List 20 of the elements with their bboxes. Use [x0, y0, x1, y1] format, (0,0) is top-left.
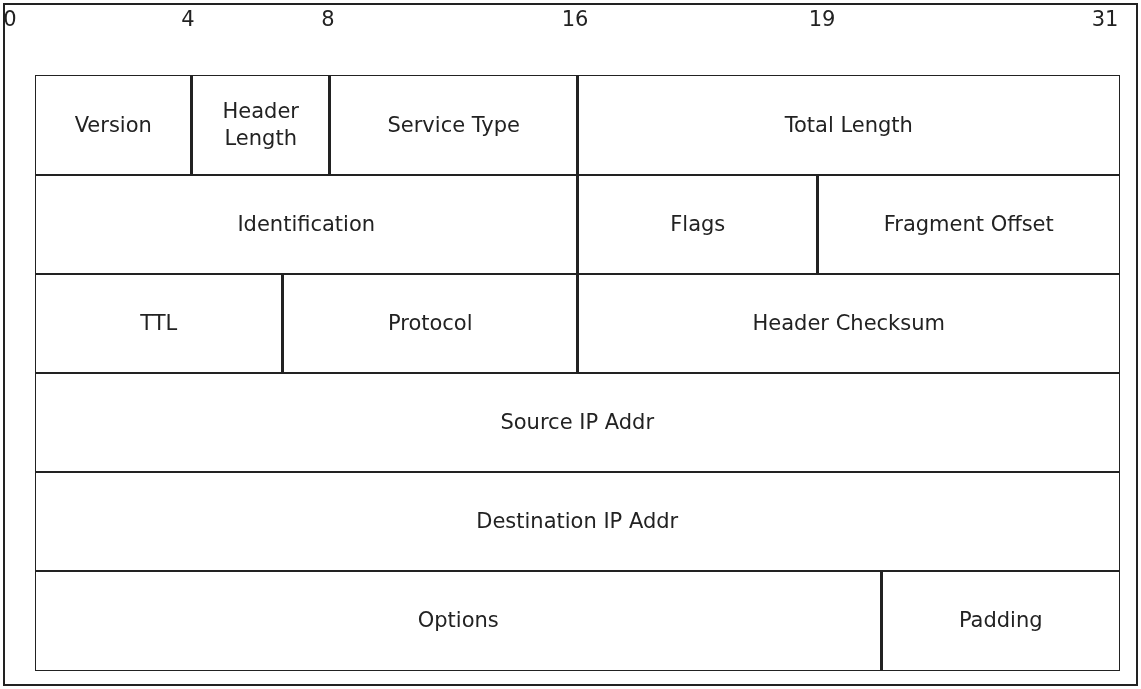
- header-field: Flags: [576, 174, 818, 275]
- bit-number: 0: [3, 6, 17, 32]
- header-field: Options: [35, 570, 882, 671]
- bit-number: 8: [321, 6, 335, 32]
- bit-number: 4: [181, 6, 195, 32]
- bit-number: 31: [1091, 6, 1119, 32]
- header-field: Fragment Offset: [816, 174, 1120, 275]
- header-field: Total Length: [576, 75, 1120, 176]
- bit-number: 19: [808, 6, 836, 32]
- header-field: Source IP Addr: [35, 372, 1120, 473]
- header-field: Destination IP Addr: [35, 471, 1120, 572]
- header-field: Padding: [880, 570, 1120, 671]
- header-field: Header Checksum: [576, 273, 1120, 374]
- header-field: TTL: [35, 273, 283, 374]
- header-field: Identification: [35, 174, 578, 275]
- header-field: Protocol: [281, 273, 578, 374]
- header-field: Header Length: [190, 75, 330, 176]
- header-field: Service Type: [328, 75, 578, 176]
- header-field: Version: [35, 75, 192, 176]
- bit-number: 16: [561, 6, 589, 32]
